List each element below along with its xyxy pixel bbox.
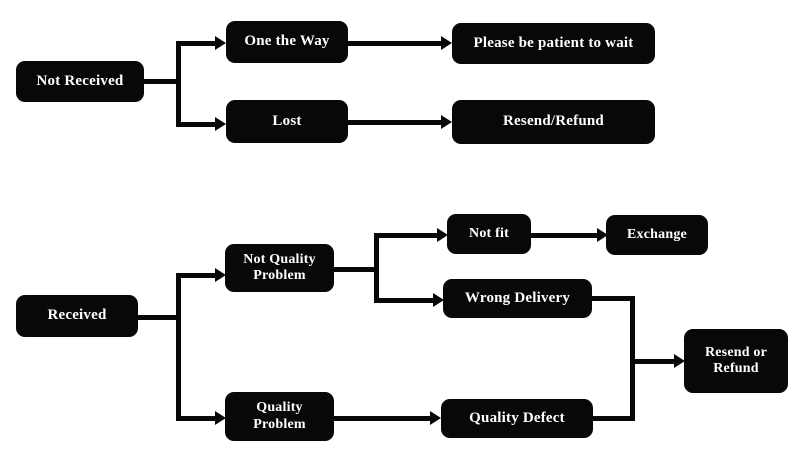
edge-one-the-way-to-please-wait [348, 41, 446, 46]
edge-merge-to-resend-or-refund [630, 359, 680, 364]
arrowhead-exchange-icon [597, 228, 608, 242]
edge-wrong-delivery-merge [590, 296, 635, 301]
node-not-fit[interactable]: Not fit [447, 214, 531, 254]
node-not-quality-problem-line1: Not Quality [243, 251, 316, 267]
node-resend-or-refund[interactable]: Resend or Refund [684, 329, 788, 393]
arrowhead-quality-defect-icon [430, 411, 441, 425]
edge-quality-problem-to-quality-defect [333, 416, 436, 421]
edge-to-not-quality-problem [176, 273, 221, 278]
node-received[interactable]: Received [16, 295, 138, 337]
edge-not-received-split [176, 43, 181, 127]
node-resend-refund[interactable]: Resend/Refund [452, 100, 655, 144]
edge-not-fit-to-exchange [530, 233, 602, 238]
node-resend-or-refund-line1: Resend or [704, 344, 768, 360]
arrowhead-resend-refund-icon [441, 115, 452, 129]
node-exchange-label: Exchange [627, 226, 687, 242]
edge-not-received-stem [141, 79, 181, 84]
edge-not-quality-problem-stem [333, 267, 379, 272]
node-exchange[interactable]: Exchange [606, 215, 708, 255]
arrowhead-lost-icon [215, 117, 226, 131]
node-quality-defect[interactable]: Quality Defect [441, 399, 593, 438]
edge-to-one-the-way [176, 41, 221, 46]
node-quality-problem[interactable]: Quality Problem [225, 392, 334, 441]
arrowhead-quality-problem-icon [215, 411, 226, 425]
node-one-the-way-label: One the Way [244, 33, 330, 50]
arrowhead-wrong-delivery-icon [433, 293, 444, 307]
node-not-received[interactable]: Not Received [16, 61, 144, 102]
node-please-be-patient-to-wait-label: Please be patient to wait [473, 34, 634, 51]
edge-quality-defect-merge [590, 416, 635, 421]
node-quality-defect-label: Quality Defect [469, 409, 565, 426]
edge-lost-to-resend-refund [348, 120, 446, 125]
edge-to-lost [176, 122, 221, 127]
node-quality-problem-label: Quality Problem [231, 400, 328, 432]
edge-received-stem [136, 315, 181, 320]
arrowhead-not-fit-icon [437, 228, 448, 242]
node-quality-problem-line2: Problem [253, 416, 306, 432]
node-wrong-delivery[interactable]: Wrong Delivery [443, 279, 592, 318]
node-not-quality-problem-line2: Problem [253, 268, 306, 283]
node-resend-or-refund-line2: Refund [713, 361, 759, 376]
node-lost-label: Lost [272, 112, 302, 129]
edge-received-split [176, 273, 181, 421]
arrowhead-one-the-way-icon [215, 36, 226, 50]
node-resend-refund-label: Resend/Refund [503, 113, 604, 130]
node-lost[interactable]: Lost [226, 100, 348, 143]
arrowhead-not-quality-problem-icon [215, 268, 226, 282]
node-please-be-patient-to-wait[interactable]: Please be patient to wait [452, 23, 655, 64]
edge-to-quality-problem [176, 416, 221, 421]
node-not-fit-label: Not fit [469, 225, 509, 241]
node-not-quality-problem-label: Not Quality Problem [231, 252, 328, 284]
node-one-the-way[interactable]: One the Way [226, 21, 348, 63]
node-not-received-label: Not Received [36, 72, 124, 89]
arrowhead-please-wait-icon [441, 36, 452, 50]
node-wrong-delivery-label: Wrong Delivery [464, 289, 571, 306]
edge-not-quality-problem-split [374, 233, 379, 303]
edge-to-not-fit [374, 233, 443, 238]
node-quality-problem-line1: Quality [256, 400, 303, 416]
edge-merge-trunk [630, 296, 635, 421]
node-resend-or-refund-label: Resend or Refund [690, 345, 782, 377]
node-not-quality-problem[interactable]: Not Quality Problem [225, 244, 334, 292]
arrowhead-resend-or-refund-icon [674, 354, 685, 368]
edge-to-wrong-delivery [374, 298, 439, 303]
node-received-label: Received [47, 307, 107, 324]
